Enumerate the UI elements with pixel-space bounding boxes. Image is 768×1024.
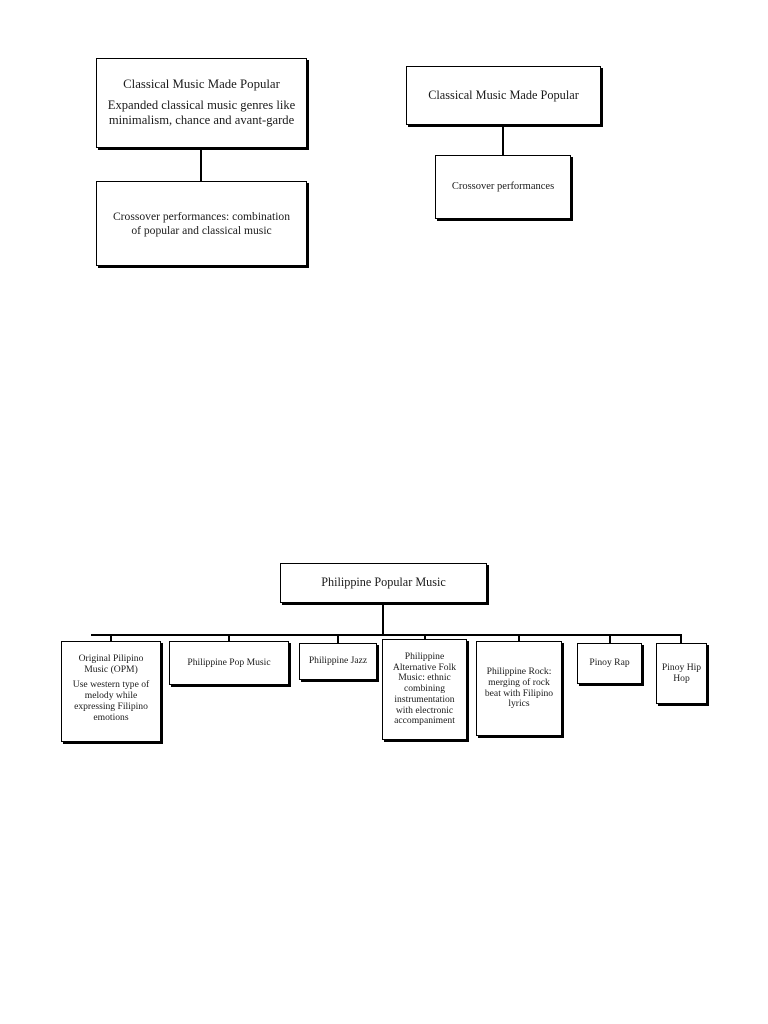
node-title: Original Pilipino Music (OPM): [78, 653, 144, 675]
node-philippine-pop-music: Philippine Pop Music: [169, 641, 289, 685]
node-classical-music-made-popular-simple: Classical Music Made Popular: [406, 66, 601, 125]
node-classical-music-made-popular-detailed: Classical Music Made Popular Expanded cl…: [96, 58, 307, 148]
connector-c-stub-2: [228, 634, 230, 641]
node-philippine-jazz: Philippine Jazz: [299, 643, 377, 680]
node-description: Crossover performances: combination of p…: [112, 209, 291, 237]
connector-c-stub-5: [518, 634, 520, 641]
connector-c-stub-7: [680, 634, 682, 643]
node-title: Philippine Pop Music: [187, 656, 271, 668]
node-title: Classical Music Made Popular: [428, 87, 579, 102]
connector-a-root-to-child: [200, 147, 202, 182]
node-title: Philippine Popular Music: [321, 575, 446, 590]
connector-b-root-to-child: [502, 125, 504, 156]
connector-c-stub-4: [424, 634, 426, 639]
connector-c-root-drop: [382, 603, 384, 636]
node-description: Use western type of melody while express…: [72, 679, 150, 723]
node-title: Philippine Jazz: [308, 655, 368, 667]
node-crossover-performances-simple: Crossover performances: [435, 155, 571, 219]
node-philippine-rock: Philippine Rock: merging of rock beat wi…: [476, 641, 562, 736]
node-title: Crossover performances: [451, 181, 555, 193]
node-title: Pinoy Hip Hop: [661, 661, 702, 684]
node-title: Philippine Rock: merging of rock beat wi…: [484, 666, 554, 710]
node-philippine-popular-music-root: Philippine Popular Music: [280, 563, 487, 603]
connector-c-horizontal-bus: [91, 634, 680, 636]
connector-c-stub-6: [609, 634, 611, 643]
connector-c-stub-3: [337, 634, 339, 643]
node-pinoy-rap: Pinoy Rap: [577, 643, 642, 684]
node-original-pilipino-music: Original Pilipino Music (OPM) Use wester…: [61, 641, 161, 742]
node-crossover-performances-detailed: Crossover performances: combination of p…: [96, 181, 307, 266]
node-pinoy-hip-hop: Pinoy Hip Hop: [656, 643, 707, 704]
node-philippine-alternative-folk-music: Philippine Alternative Folk Music: ethni…: [382, 639, 467, 740]
node-title: Philippine Alternative Folk Music: ethni…: [392, 650, 457, 727]
node-title: Pinoy Rap: [589, 657, 630, 669]
node-title: Classical Music Made Popular: [123, 77, 280, 91]
connector-c-stub-1: [110, 634, 112, 641]
node-description: Expanded classical music genres like min…: [107, 98, 296, 128]
